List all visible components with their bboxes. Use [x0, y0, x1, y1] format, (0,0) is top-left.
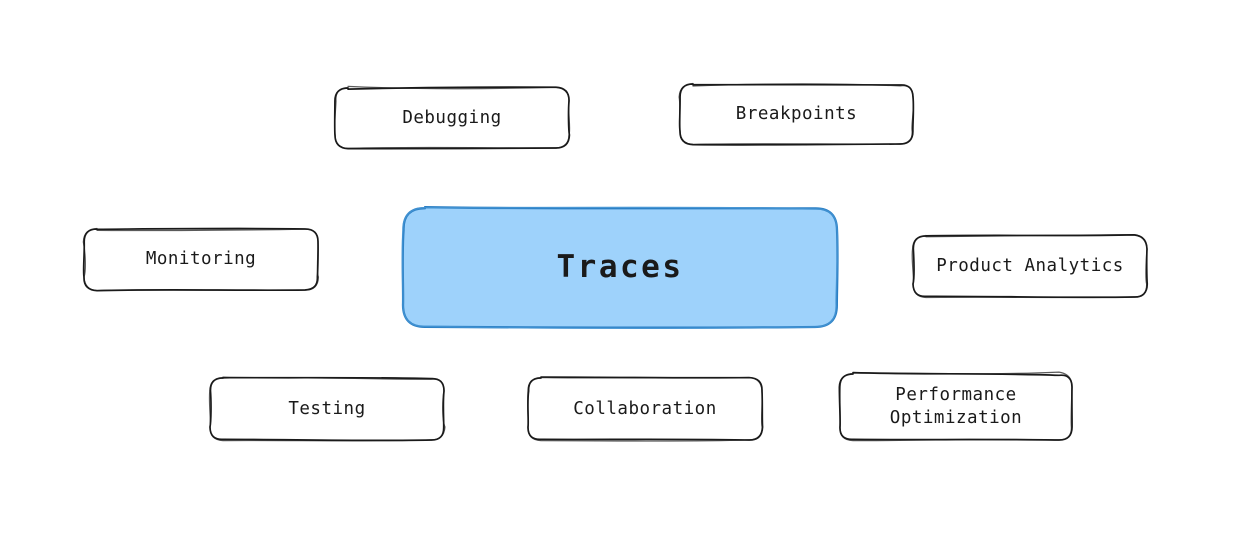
central-node-traces[interactable]: Traces: [401, 206, 839, 329]
node-collaboration[interactable]: Collaboration: [527, 376, 764, 442]
node-performance-optimization[interactable]: Performance Optimization: [838, 371, 1073, 442]
node-label-breakpoints: Breakpoints: [735, 103, 858, 124]
node-label-monitoring: Monitoring: [145, 249, 257, 270]
node-breakpoints[interactable]: Breakpoints: [678, 82, 915, 146]
node-label-testing: Testing: [288, 398, 366, 419]
node-monitoring[interactable]: Monitoring: [82, 227, 320, 292]
node-debugging[interactable]: Debugging: [333, 85, 571, 150]
node-label-product-analytics: Product Analytics: [936, 256, 1124, 277]
node-label-performance-optimization: Performance Optimization: [889, 385, 1023, 428]
node-label-collaboration: Collaboration: [573, 398, 717, 419]
central-node-label: Traces: [556, 249, 684, 286]
node-product-analytics[interactable]: Product Analytics: [911, 234, 1149, 299]
node-label-debugging: Debugging: [402, 107, 502, 128]
node-testing[interactable]: Testing: [208, 376, 446, 442]
